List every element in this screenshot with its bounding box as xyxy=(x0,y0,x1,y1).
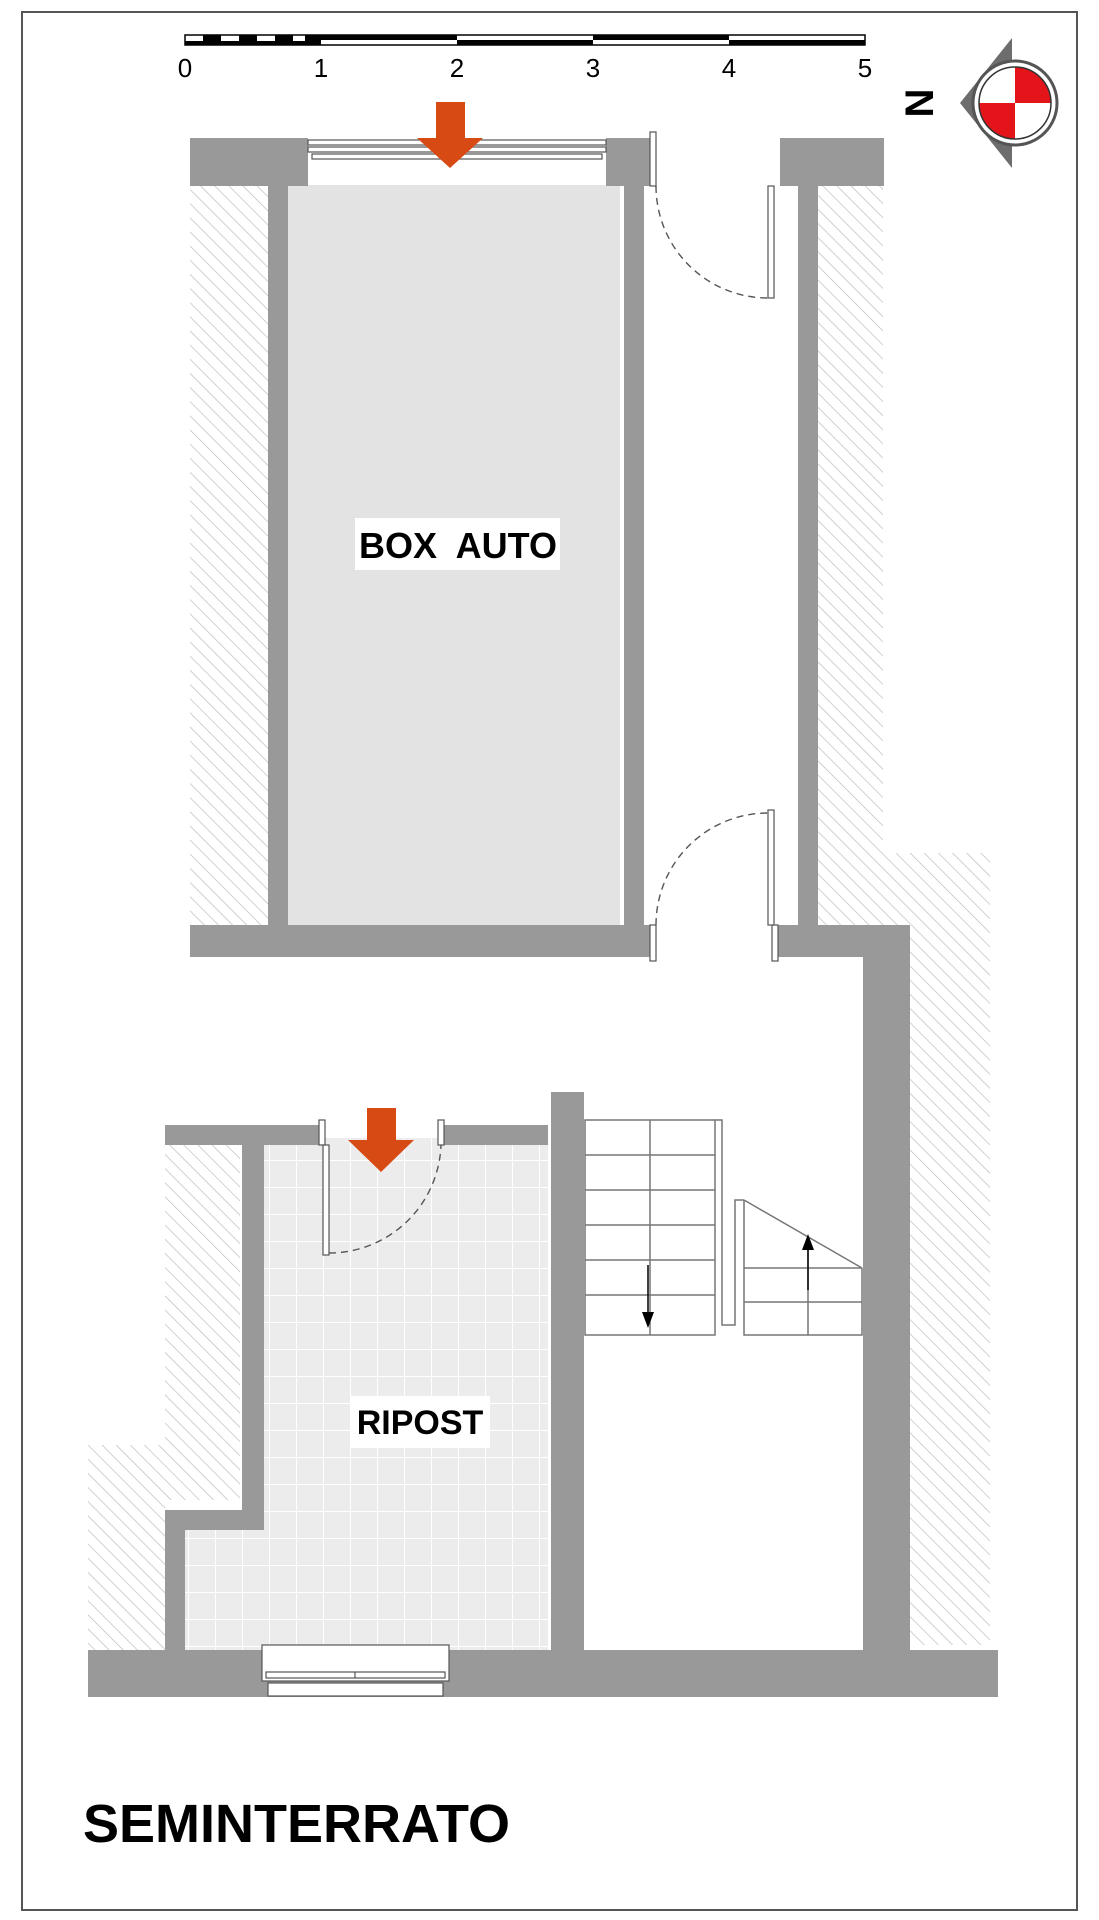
storage-label-bg xyxy=(350,1396,490,1448)
staircase xyxy=(584,1119,863,1336)
door-upper xyxy=(649,131,775,299)
down-arrow-icon xyxy=(348,1108,414,1172)
scale-bar: 0 1 2 3 4 5 xyxy=(178,34,872,83)
compass-rose-icon: N xyxy=(898,38,1059,168)
scale-tick-label: 0 xyxy=(178,53,192,83)
stair-direction-arrows xyxy=(642,1234,814,1328)
soil-hatching xyxy=(88,185,990,1685)
walls xyxy=(88,138,998,1697)
scale-tick-label: 2 xyxy=(450,53,464,83)
sheet-border xyxy=(21,11,1078,1911)
scale-tick-label: 1 xyxy=(314,53,328,83)
scale-tick-label: 3 xyxy=(586,53,600,83)
door-lower xyxy=(649,809,779,962)
down-arrow-icon xyxy=(417,102,483,168)
garage-label-bg xyxy=(355,518,560,570)
door-storage xyxy=(318,1119,445,1256)
floor-title: SEMINTERRATO xyxy=(83,1794,510,1854)
north-label: N xyxy=(898,89,942,118)
scale-tick-label: 5 xyxy=(858,53,872,83)
scale-tick-label: 4 xyxy=(722,53,736,83)
room-label-garage: BOX AUTO xyxy=(359,525,557,566)
room-label-storage: RIPOST xyxy=(357,1404,484,1442)
window-bottom xyxy=(261,1644,450,1697)
